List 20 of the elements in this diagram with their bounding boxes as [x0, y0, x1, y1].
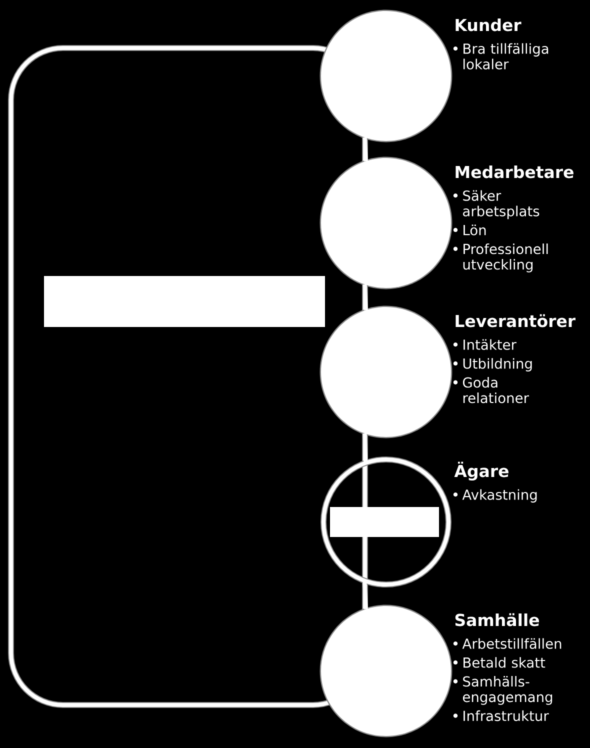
- heading: Leverantörer: [456, 314, 576, 328]
- bullet-text: Professionell utveckling: [463, 244, 548, 272]
- bullet-text: Samhälls- engagemang: [462, 676, 552, 705]
- bullet-text: Lön: [464, 224, 486, 236]
- bullet-text: Säker arbetsplats: [463, 190, 540, 220]
- bullet-text: Avkastning: [462, 489, 537, 503]
- bullet-text: Bra tillfälliga lokaler: [464, 43, 548, 70]
- bullet-text: Arbetstillfällen: [462, 638, 562, 649]
- bullet-text: Infrastruktur: [464, 710, 549, 722]
- bullet-text: Intäkter: [464, 339, 516, 350]
- connector-line: [362, 284, 368, 310]
- connector-line: [362, 580, 368, 610]
- heading: Medarbetare: [456, 165, 574, 178]
- bullet-text: Betald skatt: [464, 657, 546, 668]
- connector-line: [362, 137, 368, 162]
- bullet-text: Goda relationer: [462, 377, 529, 404]
- heading: Samhälle: [455, 613, 540, 626]
- heading: Ägare: [454, 462, 508, 481]
- heading: Kunder: [456, 18, 522, 32]
- bullet-text: Utbildning: [463, 358, 532, 372]
